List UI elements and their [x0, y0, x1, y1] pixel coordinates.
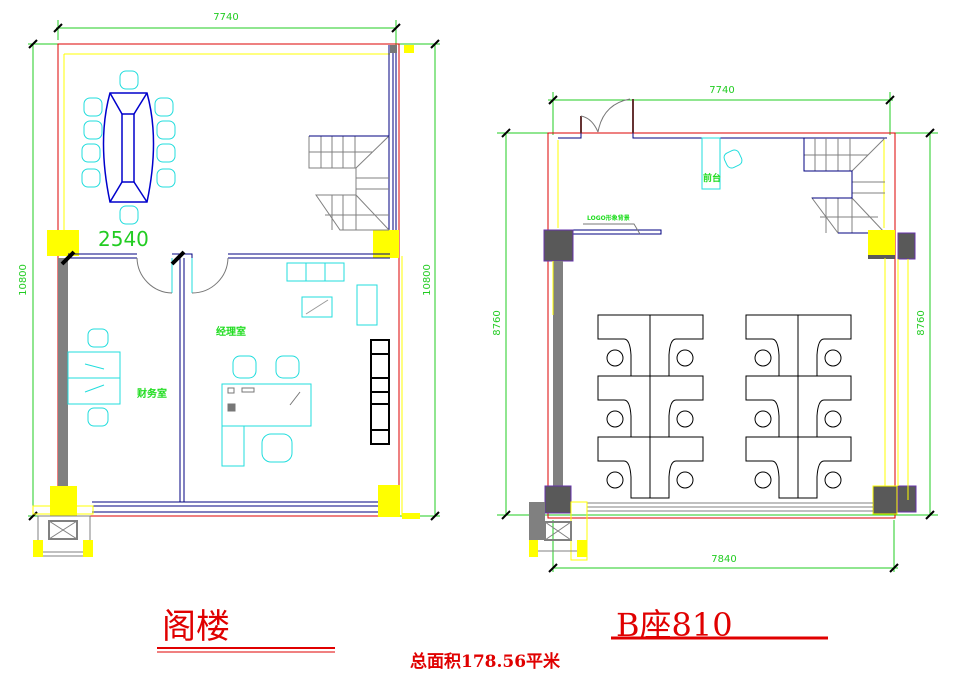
workstation-chair [606, 349, 624, 367]
left-door-arcs [136, 257, 229, 294]
conference-chairs [81, 70, 176, 225]
right-staircase [803, 137, 886, 234]
room-label-manager: 经理室 [216, 325, 246, 338]
left-column [50, 486, 77, 516]
right-dim-top: 7740 [709, 85, 734, 96]
right-column [897, 232, 916, 260]
left-dimension-lines [28, 20, 440, 517]
workstation-chair [676, 471, 694, 489]
workstation-chair [824, 410, 842, 428]
left-dim-left: 10800 [18, 264, 29, 296]
workstation-desk [745, 436, 852, 499]
right-column [868, 230, 895, 255]
right-dim-bottom: 7840 [711, 554, 736, 565]
right-elevator [529, 501, 588, 561]
workstation-chair [754, 410, 772, 428]
right-outer-wall [547, 132, 896, 519]
workstation-chair [754, 349, 772, 367]
workstation-chair [824, 349, 842, 367]
left-outer-wall [57, 43, 400, 517]
finance-room-furniture [67, 328, 121, 427]
right-dimension-ticks [501, 95, 935, 573]
workstation-clusters [597, 314, 852, 499]
workstation-chair [676, 410, 694, 428]
room-label-finance: 财务室 [136, 387, 167, 400]
left-column [373, 230, 399, 258]
left-column [47, 230, 79, 256]
reception-label: 前台 [703, 172, 721, 184]
right-dim-right: 8760 [916, 310, 927, 335]
right-gray-wall [553, 261, 563, 487]
total-area-label: 总面积178.56平米 [410, 651, 561, 672]
conference-table [102, 92, 155, 203]
right-column [543, 229, 574, 262]
entrance-door [580, 98, 634, 133]
left-staircase [308, 135, 390, 231]
left-gray-wall [58, 258, 68, 486]
workstation-chair [824, 471, 842, 489]
left-column [378, 485, 400, 517]
reception-chair [723, 149, 743, 169]
left-dim-top: 7740 [213, 12, 238, 23]
left-dimension-ticks [28, 23, 440, 521]
bookshelf [370, 339, 390, 445]
left-elevator [32, 505, 94, 557]
workstation-chair [676, 349, 694, 367]
right-plan: 7740 8760 8760 7840 前台 LOGO形象背景 [492, 85, 938, 573]
workstation-chair [606, 410, 624, 428]
right-column [544, 485, 572, 514]
inner-dimension-label: 2540 [98, 227, 149, 251]
right-column [897, 485, 917, 513]
workstation-desk [597, 436, 704, 499]
workstation-chair [754, 471, 772, 489]
right-column [872, 485, 898, 515]
logo-wall [572, 223, 662, 235]
left-plan-title: 阁楼 [162, 607, 230, 647]
manager-room-furniture [221, 262, 378, 467]
left-column-marker [404, 45, 414, 53]
workstation-chair [606, 471, 624, 489]
reception-desk [701, 137, 721, 190]
right-dim-left: 8760 [492, 310, 503, 335]
logo-wall-label: LOGO形象背景 [587, 214, 630, 222]
left-dim-right: 10800 [422, 264, 433, 296]
left-plan: 7740 10800 10800 [18, 12, 440, 557]
left-wall-corner [390, 45, 397, 53]
